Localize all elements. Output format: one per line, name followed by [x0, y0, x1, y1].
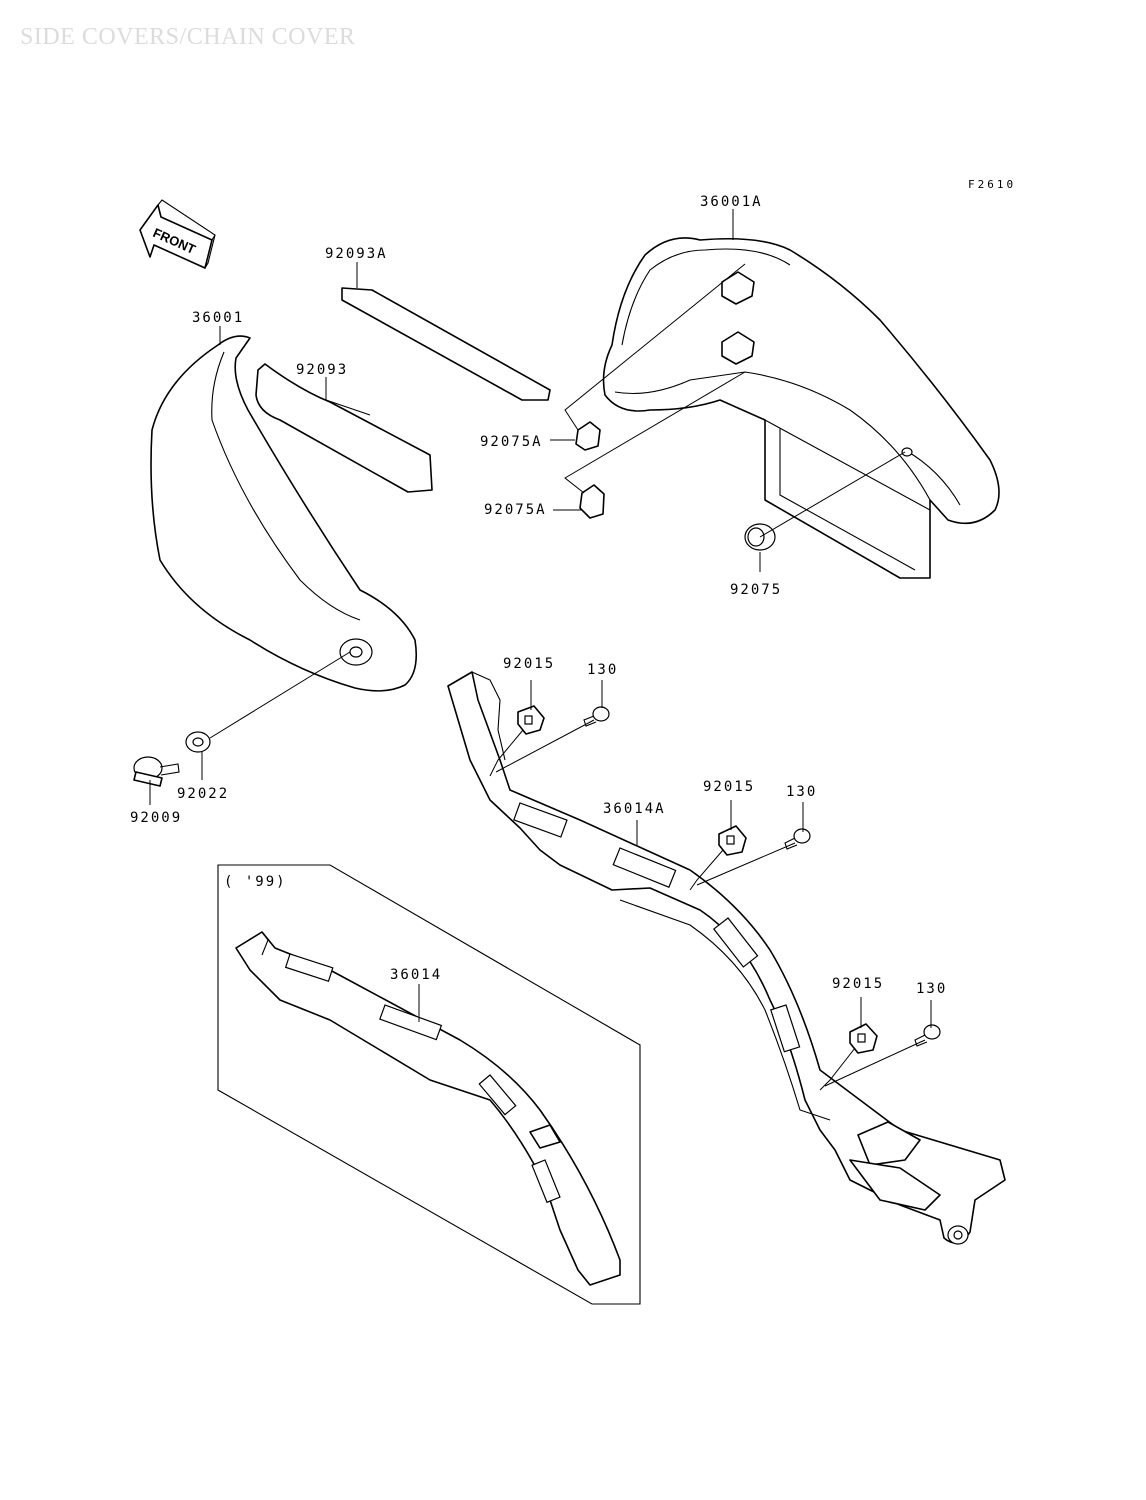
nut-92015-1-part — [517, 705, 545, 735]
front-arrow-icon: FRONT — [139, 199, 216, 269]
label-92009: 92009 — [130, 810, 182, 826]
label-92022: 92022 — [177, 786, 229, 802]
bolt-130-1-part — [583, 706, 610, 727]
label-92093: 92093 — [296, 362, 348, 378]
label-92015-2: 92015 — [703, 779, 755, 795]
chain-guard-36014-part — [235, 931, 621, 1286]
nut-92015-2-part — [718, 825, 747, 856]
inset-label: ( '99) — [224, 874, 287, 890]
label-36014: 36014 — [390, 967, 442, 983]
label-92015-3: 92015 — [832, 976, 884, 992]
label-36014A: 36014A — [603, 801, 666, 817]
label-92075A-lower: 92075A — [484, 502, 547, 518]
bolt-130-2-part — [784, 828, 811, 850]
label-92075A-upper: 92075A — [480, 434, 543, 450]
clip-92075A-upper-part — [575, 421, 601, 451]
bolt-92009-part — [133, 756, 180, 787]
label-130-2: 130 — [786, 784, 817, 800]
nut-92015-3-part — [849, 1023, 878, 1054]
side-cover-part — [150, 335, 418, 692]
inset-box — [217, 864, 641, 1305]
clip-92075A-lower-part — [579, 484, 605, 519]
washer-92022-part — [185, 731, 211, 753]
label-36001: 36001 — [192, 310, 244, 326]
chain-cover-part — [602, 237, 1000, 579]
chain-guard-36014A-part — [447, 671, 1006, 1245]
label-92015-1: 92015 — [503, 656, 555, 672]
label-92093A: 92093A — [325, 246, 388, 262]
label-130-3: 130 — [916, 981, 947, 997]
figure-code: F2610 — [968, 178, 1016, 191]
page-title: SIDE COVERS/CHAIN COVER — [20, 24, 356, 50]
label-130-1: 130 — [587, 662, 618, 678]
bolt-130-3-part — [914, 1024, 941, 1047]
label-36001A: 36001A — [700, 194, 763, 210]
strip-92093-part — [255, 363, 433, 493]
strip-92093A-part — [341, 287, 551, 401]
leader-lines — [149, 209, 932, 1091]
label-92075: 92075 — [730, 582, 782, 598]
